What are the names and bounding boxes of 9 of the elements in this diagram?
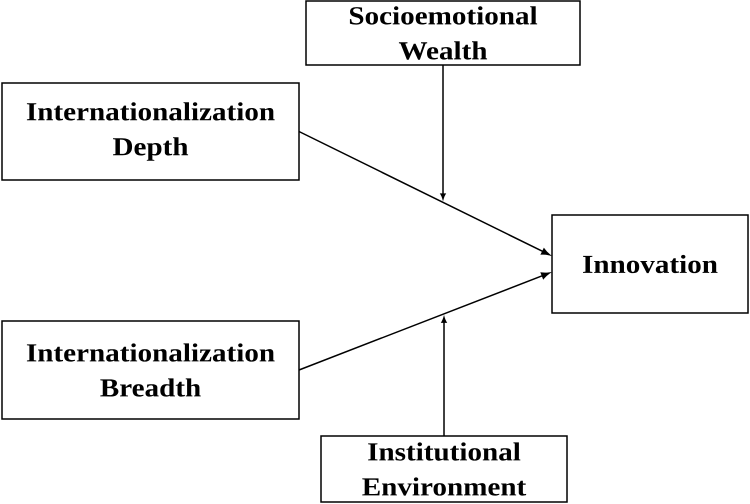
- moderator-arrow: [440, 65, 446, 200]
- concept-box: Internationalization Breadth: [1, 320, 300, 420]
- concept-box: Internationalization Depth: [1, 82, 300, 181]
- arrow: [298, 272, 550, 371]
- concept-box: Institutional Environment: [320, 435, 568, 503]
- arrow: [298, 130, 550, 256]
- moderator-arrow: [441, 316, 447, 436]
- concept-box: Socioemotional Wealth: [305, 0, 581, 66]
- concept-box: Innovation: [551, 214, 749, 314]
